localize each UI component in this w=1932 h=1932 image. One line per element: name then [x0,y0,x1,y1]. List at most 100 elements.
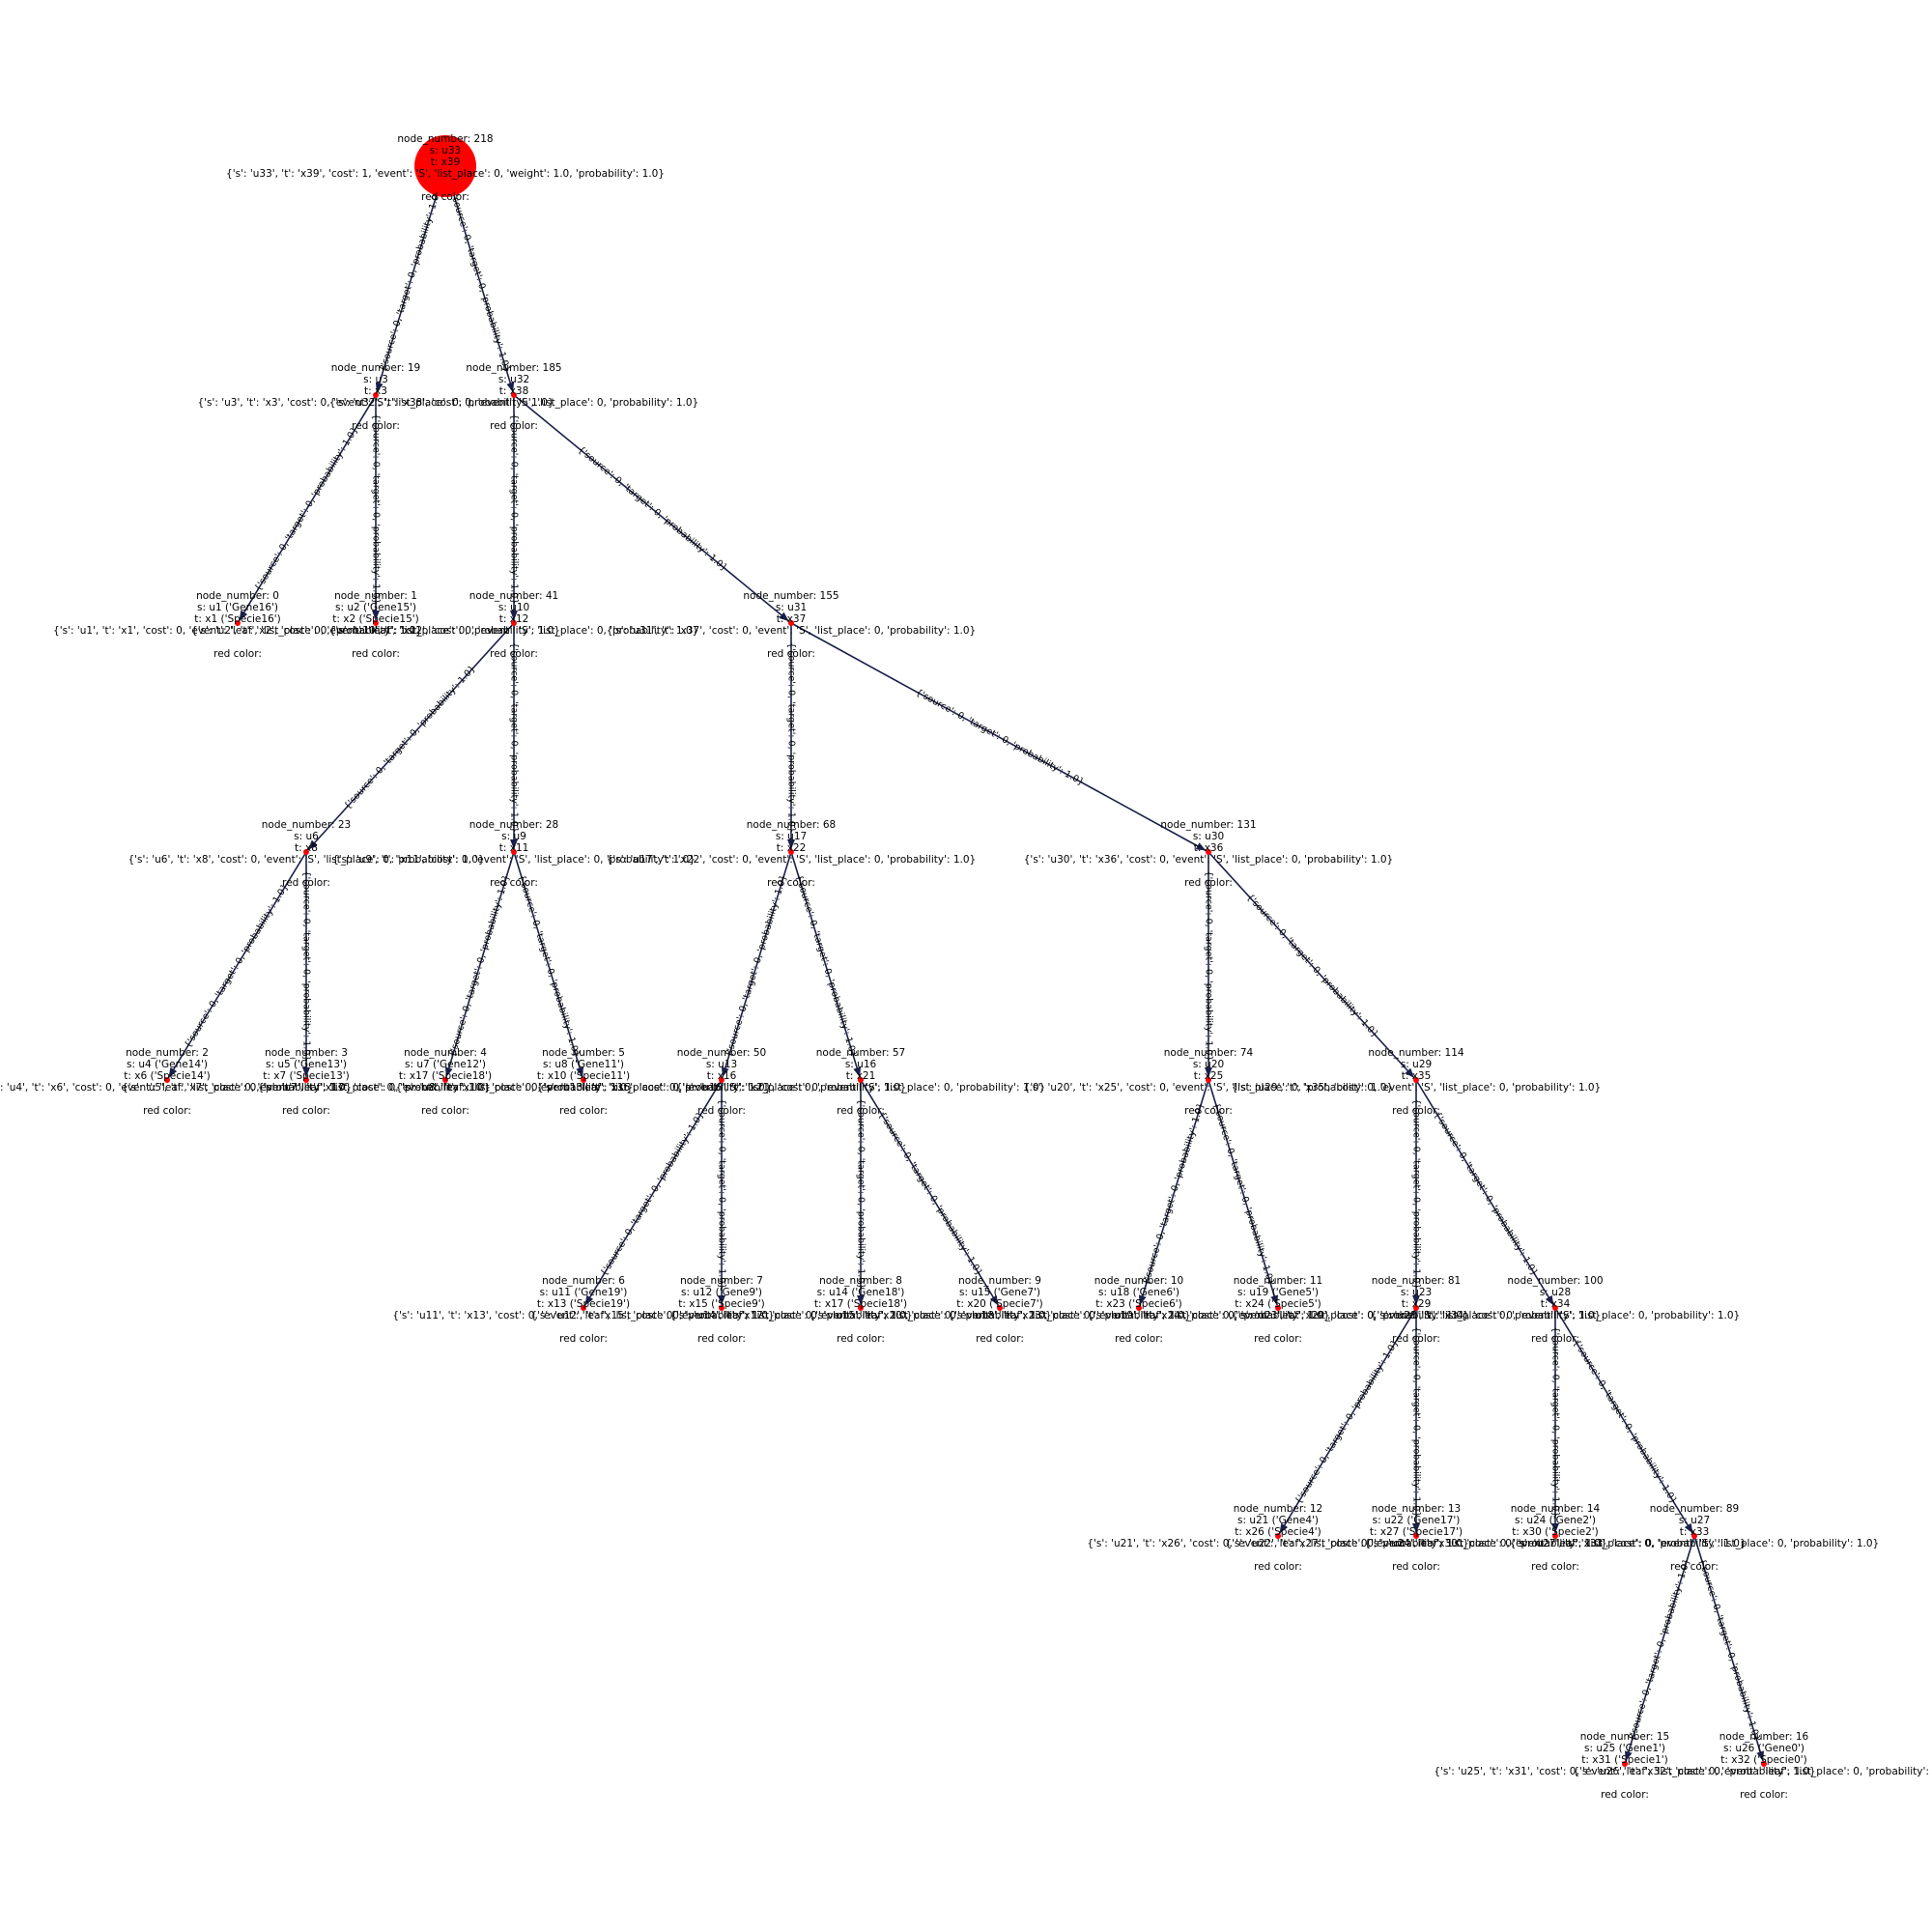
edge-arrowhead [1405,1067,1414,1078]
node-marker [719,1077,724,1083]
node-red-color-label: red color: [421,1105,469,1117]
node-info-line: t: x36 [1194,842,1224,854]
node-info-line: s: u27 [1679,1515,1710,1526]
node-marker [511,849,517,855]
node-info-line: s: u23 [1401,1287,1432,1298]
tree-edge [1624,1535,1695,1765]
node-info-line: t: x11 [499,842,529,854]
edge-arrowhead [576,1066,584,1078]
edge-label: {'source': 0, 'target': 0, 'probability'… [914,687,1086,787]
edge-label: {'source': 0, 'target': 0, 'probability'… [342,664,477,811]
node-marker [1552,1305,1558,1311]
node-attrs: {'s': 'u3', 't': 'x3', 'cost': 0, 'event… [197,397,554,409]
edge-arrowhead [1412,1523,1420,1533]
node-info-line: node_number: 10 [1094,1275,1184,1287]
node-red-color-label: red color: [352,420,400,432]
node-attrs: {'s': 'u30', 't': 'x36', 'cost': 0, 'eve… [1024,854,1393,866]
node-info-line: t: x34 [1541,1298,1571,1310]
node-red-color-label: red color: [282,877,330,889]
node-red-color-label: red color: [1115,1333,1163,1345]
edge-label: {'source': 0, 'target': 0, 'probability'… [599,1110,706,1278]
edge-arrowhead [510,611,518,620]
tree-edge [790,851,862,1081]
node-attrs: {'s': 'u17', 't': 'x22', 'cost': 0, 'eve… [607,854,976,866]
node-info-line: node_number: 4 [404,1047,487,1059]
node-marker [1413,1305,1419,1311]
node-info-line: s: u24 ('Gene2') [1515,1515,1596,1526]
node-info-line: t: x39 [431,156,461,168]
edge-label: {'source': 0, 'target': 0, 'probability'… [1210,1101,1276,1286]
node-info-line: t: x29 [1402,1298,1432,1310]
node-marker [1136,1305,1142,1311]
node-info-line: node_number: 114 [1368,1047,1463,1059]
node-attrs: {'s': 'u33', 't': 'x39', 'cost': 1, 'eve… [226,168,665,180]
node-info-line: s: u12 ('Gene9') [681,1287,762,1298]
edge-label: {'source': 0, 'target': 0, 'probability'… [793,873,859,1058]
node-attrs: {'s': 'u6', 't': 'x8', 'cost': 0, 'event… [128,854,484,866]
edge-label: {'source': 0, 'target': 0, 'probability'… [447,873,512,1059]
node-marker [1691,1533,1697,1539]
edge-label: {'source': 0, 'target': 0, 'probability'… [447,188,512,374]
node-info-line: s: u30 [1193,831,1224,842]
node-info-line: t: x7 ('Specie13') [263,1070,350,1082]
node-marker [788,849,794,855]
node-info-line: t: x8 [295,842,318,854]
node-attrs: {'s': 'u20', 't': 'x25', 'cost': 0, 'eve… [1024,1082,1393,1094]
node-marker [1206,1077,1211,1083]
node-info-line: node_number: 1 [334,590,417,602]
node-marker [858,1077,864,1083]
edge-arrowhead [721,1066,729,1078]
node-info-line: node_number: 50 [677,1047,767,1059]
edge-label: {'source': 0, 'target': 0, 'probability'… [1627,1557,1692,1742]
node-marker [1413,1077,1419,1083]
tree-edge [582,1079,723,1309]
edge-label: {'source': 0, 'target': 0, 'probability'… [253,425,360,593]
node-info-line: s: u28 [1540,1287,1571,1298]
node-red-color-label: red color: [1601,1789,1649,1801]
edge-label: {'source': 0, 'target': 0, 'probability'… [1204,871,1214,1062]
node-marker [303,849,309,855]
node-info-line: s: u26 ('Gene0') [1723,1743,1804,1754]
node-info-line: node_number: 185 [466,362,561,374]
node-info-line: node_number: 155 [743,590,838,602]
node-info-line: node_number: 68 [747,819,837,831]
node-attrs: {'s': 'u4', 't': 'x6', 'cost': 0, 'event… [0,1082,352,1094]
node-info-line: t: x6 ('Specie14') [124,1070,211,1082]
edge-arrowhead [1138,1294,1147,1306]
node-red-color-label: red color: [490,420,538,432]
edge-label: {'source': 0, 'target': 0, 'probability'… [1411,1327,1422,1518]
node-info-line: s: u3 [363,374,388,385]
edge-arrowhead [857,1295,865,1305]
edge-label: {'source': 0, 'target': 0, 'probability'… [1571,1338,1679,1506]
edge-label: {'source': 0, 'target': 0, 'probability'… [786,642,797,833]
edge-arrowhead [989,1294,999,1306]
edge-arrowhead [787,839,795,849]
node-attrs: {'s': 'u26', 't': 'x32', 'cost': 0, 'eve… [1573,1766,1932,1777]
node-info-line: s: u4 ('Gene14') [127,1059,208,1070]
node-info-line: node_number: 100 [1507,1275,1603,1287]
node-info-line: t: x26 ('Specie4') [1235,1526,1321,1538]
node-red-color-label: red color: [1254,1561,1302,1573]
node-attrs: {'s': 'u32', 't': 'x38', 'cost': 0, 'eve… [329,397,698,409]
node-info-line: s: u18 ('Gene6') [1098,1287,1179,1298]
node-info-line: node_number: 9 [958,1275,1041,1287]
node-red-color-label: red color: [352,648,400,660]
node-info-line: node_number: 16 [1719,1731,1809,1743]
edge-label: {'source': 0, 'target': 0, 'probability'… [1411,1099,1422,1290]
node-red-color-label: red color: [1531,1561,1579,1573]
node-red-color-label: red color: [1392,1333,1440,1345]
node-red-color-label: red color: [837,1333,885,1345]
node-red-color-label: red color: [697,1105,746,1117]
node-info-line: s: u7 ('Gene12') [405,1059,486,1070]
node-attrs: {'s': 'u13', 't': 'x16', 'cost': 0, 'eve… [537,1082,906,1094]
node-attrs: {'s': 'u29', 't': 'x35', 'cost': 0, 'eve… [1232,1082,1601,1094]
node-attrs: {'s': 'u1', 't': 'x1', 'cost': 0, 'event… [53,625,422,637]
node-attrs: {'s': 'u14', 't': 'x17', 'cost': 0, 'eve… [669,1310,1051,1321]
tree-edge [305,622,515,853]
node-info-line: t: x12 [499,613,529,625]
node-info-line: t: x1 ('Specie16') [194,613,281,625]
node-red-color-label: red color: [490,877,538,889]
node-info-line: node_number: 28 [469,819,559,831]
node-info-line: s: u22 ('Gene17') [1373,1515,1461,1526]
edge-arrowhead [506,382,515,393]
